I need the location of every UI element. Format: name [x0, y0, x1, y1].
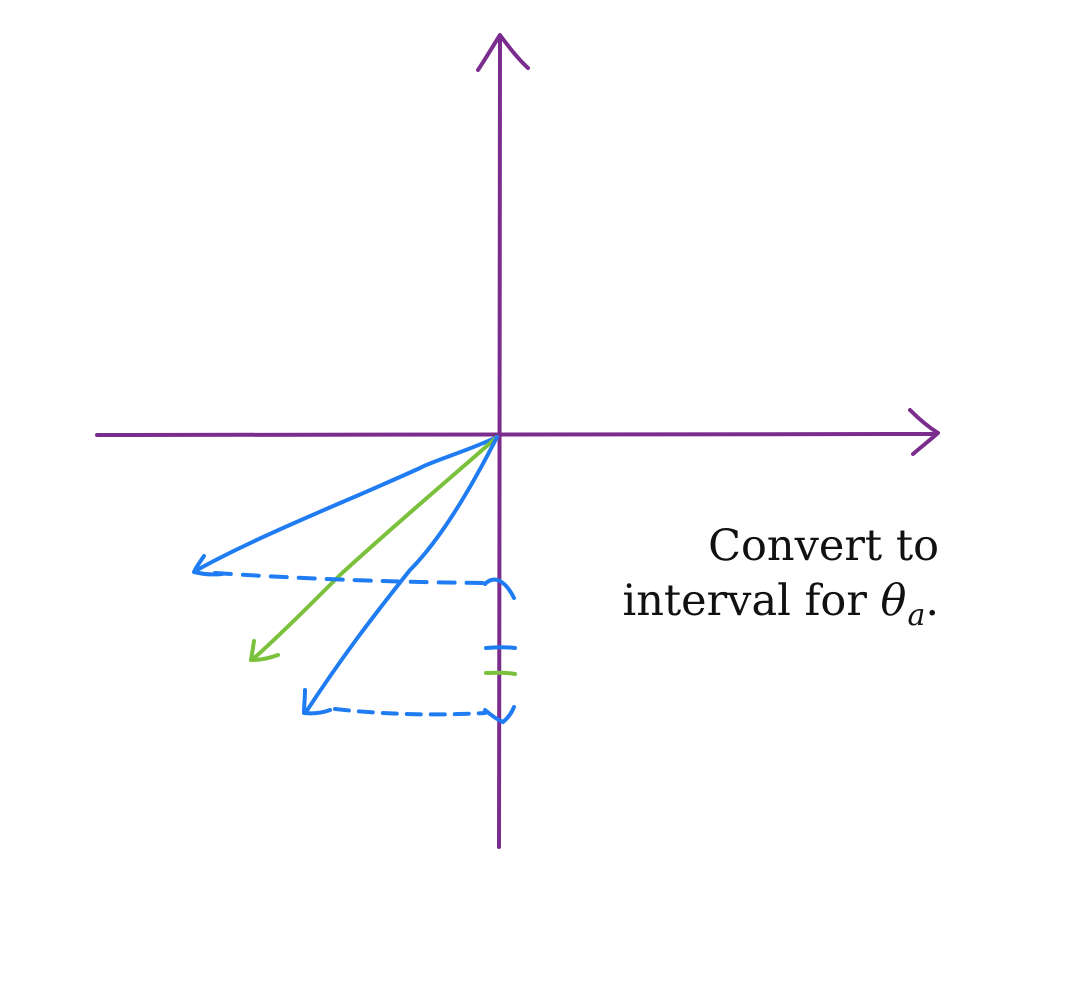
caption-line-1: Convert to — [708, 521, 939, 571]
upper-blue-vector — [195, 435, 499, 572]
y-axis — [497, 36, 502, 849]
green-vector — [250, 435, 499, 662]
caption: Convert to interval for θa. — [622, 519, 939, 633]
interval-lower-bracket — [483, 705, 516, 725]
interval-upper-bracket — [483, 577, 516, 600]
caption-line-2-suffix: . — [925, 576, 939, 626]
interval-green-tick — [484, 670, 517, 676]
lower-blue-vector-arrowhead — [302, 688, 332, 716]
theta-subscript: a — [907, 598, 926, 633]
caption-line-2: interval for θa. — [622, 574, 939, 633]
lower-dashed-projection — [333, 707, 487, 717]
green-vector-arrowhead — [249, 639, 280, 662]
x-axis-arrowhead — [908, 408, 940, 456]
upper-dashed-projection — [213, 571, 487, 585]
y-axis-arrowhead — [476, 33, 530, 72]
caption-line-2-prefix: interval for — [622, 576, 881, 626]
x-axis — [95, 432, 937, 437]
interval-blue-tick — [484, 645, 517, 650]
upper-blue-vector-arrowhead — [192, 554, 224, 577]
theta-symbol: θ — [880, 576, 907, 626]
lower-blue-vector — [304, 435, 499, 714]
